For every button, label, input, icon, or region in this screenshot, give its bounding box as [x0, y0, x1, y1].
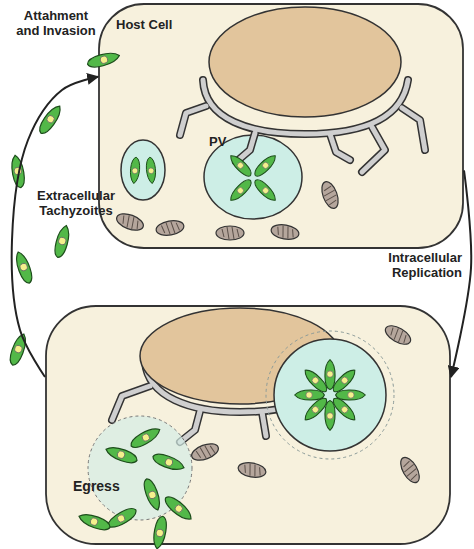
egress-zone [88, 416, 192, 520]
tachyzoite [227, 177, 254, 204]
mitochondrion [382, 322, 413, 348]
parasitophorous-vacuole [274, 339, 386, 451]
tachyzoite [330, 395, 358, 423]
stage-label: Attahment and Invasion [12, 8, 100, 38]
tachyzoite [141, 477, 163, 512]
tachyzoite [7, 332, 29, 367]
endoplasmic-reticulum [180, 80, 425, 172]
mitochondrion [270, 223, 300, 242]
endoplasmic-reticulum [180, 80, 425, 172]
cycle-arrow [451, 170, 471, 377]
tachyzoite [252, 152, 279, 179]
tachyzoite [152, 515, 169, 549]
host-nucleus [209, 7, 401, 117]
tachyzoite [104, 505, 138, 531]
parasitophorous-vacuole: PV [203, 134, 303, 220]
tachyzoite [325, 401, 335, 431]
tachyzoite [295, 390, 325, 400]
stage-label: Extracellular Tachyzoites [30, 188, 122, 218]
mitochondrion [319, 179, 342, 210]
stage-label: Intracellular Replication [384, 250, 462, 280]
tachyzoite [336, 390, 366, 400]
mitochondrion [114, 211, 145, 234]
invading-tachyzoite [86, 50, 121, 69]
small-vacuole [121, 140, 165, 200]
tachyzoite [162, 493, 195, 523]
tachyzoite [104, 444, 139, 466]
host-cell-shape [99, 4, 463, 248]
tachyzoite [330, 367, 358, 395]
parasitophorous-vacuole-shape [204, 135, 302, 219]
tachyzoite [252, 177, 279, 204]
node-label: Egress [73, 479, 153, 494]
cycle-arrow [12, 77, 98, 377]
mitochondrion [216, 226, 244, 240]
host-nucleus [140, 308, 340, 404]
host-cell-outline [45, 305, 451, 545]
mitochondrion [397, 454, 423, 485]
tachyzoite [13, 250, 35, 285]
tachyzoite [10, 154, 27, 188]
node-label: PV [209, 134, 239, 149]
tachyzoite [227, 152, 254, 179]
tachyzoite [129, 157, 140, 184]
host-cell: Egress [45, 305, 451, 545]
endoplasmic-reticulum [112, 362, 330, 442]
mitochondrion [237, 461, 267, 480]
mitochondrion [189, 441, 220, 464]
vacuole-halo [266, 331, 394, 459]
endoplasmic-reticulum [112, 362, 330, 442]
tachyzoite [302, 395, 330, 423]
tachyzoite [128, 425, 162, 451]
mitochondrion [155, 219, 185, 238]
tachyzoite [151, 451, 186, 473]
tachyzoite [52, 224, 71, 259]
tachyzoite [302, 367, 330, 395]
tachyzoite [145, 157, 156, 184]
tachyzoite [325, 360, 335, 390]
host-cell: Host CellPV [98, 3, 464, 249]
host-cell-shape [46, 306, 450, 544]
node-label: Host Cell [116, 17, 206, 32]
tachyzoite [36, 103, 64, 136]
tachyzoite [77, 511, 112, 533]
